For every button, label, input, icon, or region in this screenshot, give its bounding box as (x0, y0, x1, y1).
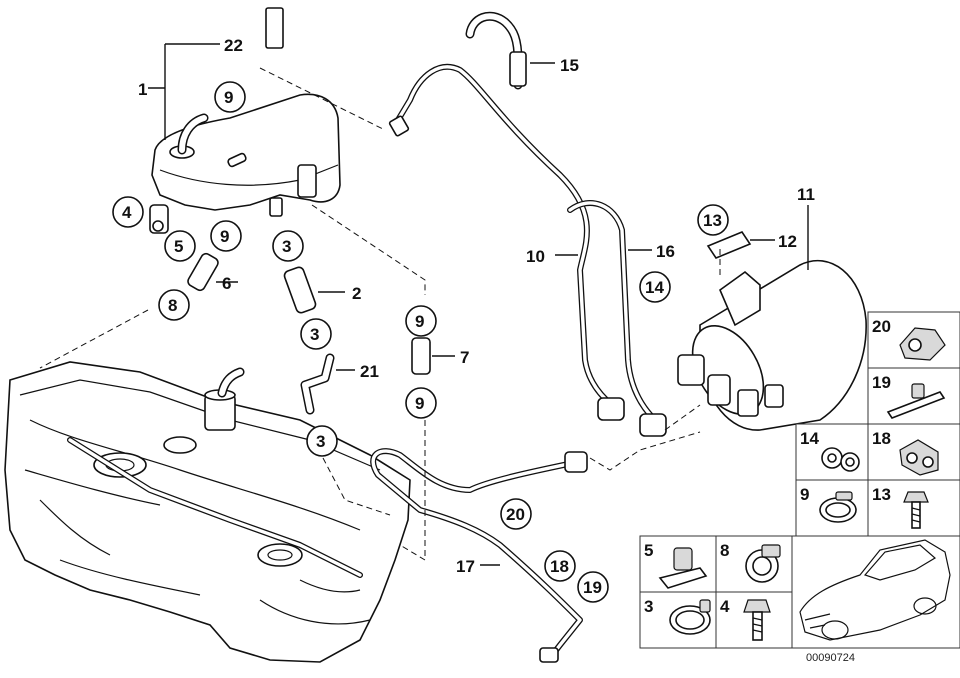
clip-20-icon (899, 327, 946, 361)
callout-3c: 3 (316, 432, 325, 451)
callout-14: 14 (645, 278, 664, 297)
callout-22: 22 (224, 36, 243, 55)
pad-12 (706, 231, 752, 259)
callouts: 22 1 15 9 4 5 9 3 6 2 8 3 21 3 9 7 9 10 … (112, 36, 815, 603)
legend-label-20: 20 (872, 317, 891, 336)
expansion-tank (149, 93, 341, 234)
fuel-tank (4, 361, 411, 663)
callout-circle-3b (300, 318, 332, 350)
callout-7: 7 (460, 348, 469, 367)
legend-label-14: 14 (800, 429, 819, 448)
legend-label-13: 13 (872, 485, 891, 504)
callout-10: 10 (526, 247, 545, 266)
callout-9a: 9 (224, 88, 233, 107)
diagram-number: 00090724 (806, 652, 855, 664)
callout-circle-9b (210, 220, 242, 252)
parts-legend: 20 19 14 18 9 13 5 8 3 4 (639, 311, 960, 664)
nut-5-icon (658, 547, 708, 589)
callout-circle-9d (405, 387, 437, 419)
callout-circle-9a (214, 81, 246, 113)
legend-label-18: 18 (872, 429, 891, 448)
callout-9d: 9 (415, 394, 424, 413)
callout-3a: 3 (282, 237, 291, 256)
clip-18-icon (899, 439, 939, 476)
rubber-pad-22 (265, 7, 284, 49)
callout-circle-8 (158, 289, 190, 321)
legend-label-19: 19 (872, 373, 891, 392)
callout-16: 16 (656, 242, 675, 261)
callout-11: 11 (797, 185, 815, 204)
fuel-line-17 (370, 448, 588, 663)
legend-label-8: 8 (720, 541, 729, 560)
callout-6: 6 (222, 274, 231, 293)
callout-21: 21 (360, 362, 379, 381)
callout-20: 20 (506, 505, 525, 524)
bolt-13-icon (903, 491, 929, 529)
callout-8: 8 (168, 296, 177, 315)
legend-label-4: 4 (720, 597, 730, 616)
hose-15 (465, 11, 527, 90)
bracket-19-icon (886, 383, 946, 419)
hose-21 (300, 353, 335, 415)
dashed-guides (39, 67, 721, 561)
hose-clamp-9-icon (819, 491, 857, 523)
callout-19: 19 (583, 578, 602, 597)
bolt-4-icon (743, 599, 771, 641)
legend-label-5: 5 (644, 541, 653, 560)
clip-14-icon (821, 447, 860, 472)
callout-12: 12 (778, 232, 797, 251)
car-location-icon (799, 539, 951, 641)
callout-circle-19 (577, 571, 609, 603)
clip-8-icon (745, 544, 781, 583)
callout-circle-13 (697, 204, 729, 236)
callout-15: 15 (560, 56, 579, 75)
hose-7 (411, 337, 431, 375)
callout-17: 17 (456, 557, 475, 576)
callout-1: 1 (138, 80, 147, 99)
callout-circle-20 (500, 498, 532, 530)
callout-circle-14 (639, 271, 671, 303)
legend-label-9: 9 (800, 485, 809, 504)
hose-6 (187, 252, 219, 292)
callout-circle-4 (112, 196, 144, 228)
callout-circle-18 (544, 550, 576, 582)
hose-clamp-3-icon (669, 599, 711, 635)
legend-label-3: 3 (644, 597, 653, 616)
hose-2 (283, 266, 317, 314)
leader-lines (148, 43, 809, 566)
callout-9b: 9 (220, 227, 229, 246)
callout-5: 5 (174, 237, 183, 256)
callout-9c: 9 (415, 312, 424, 331)
callout-18: 18 (550, 557, 569, 576)
carbon-canister (677, 259, 867, 431)
vent-lines-10-16 (388, 63, 667, 437)
callout-circle-3a (272, 230, 304, 262)
callout-13: 13 (703, 211, 722, 230)
callout-2: 2 (352, 284, 361, 303)
callout-4: 4 (122, 203, 132, 222)
callout-3b: 3 (310, 325, 319, 344)
callout-circle-3c (306, 425, 338, 457)
callout-circle-5 (164, 230, 196, 262)
callout-circle-9c (405, 305, 437, 337)
